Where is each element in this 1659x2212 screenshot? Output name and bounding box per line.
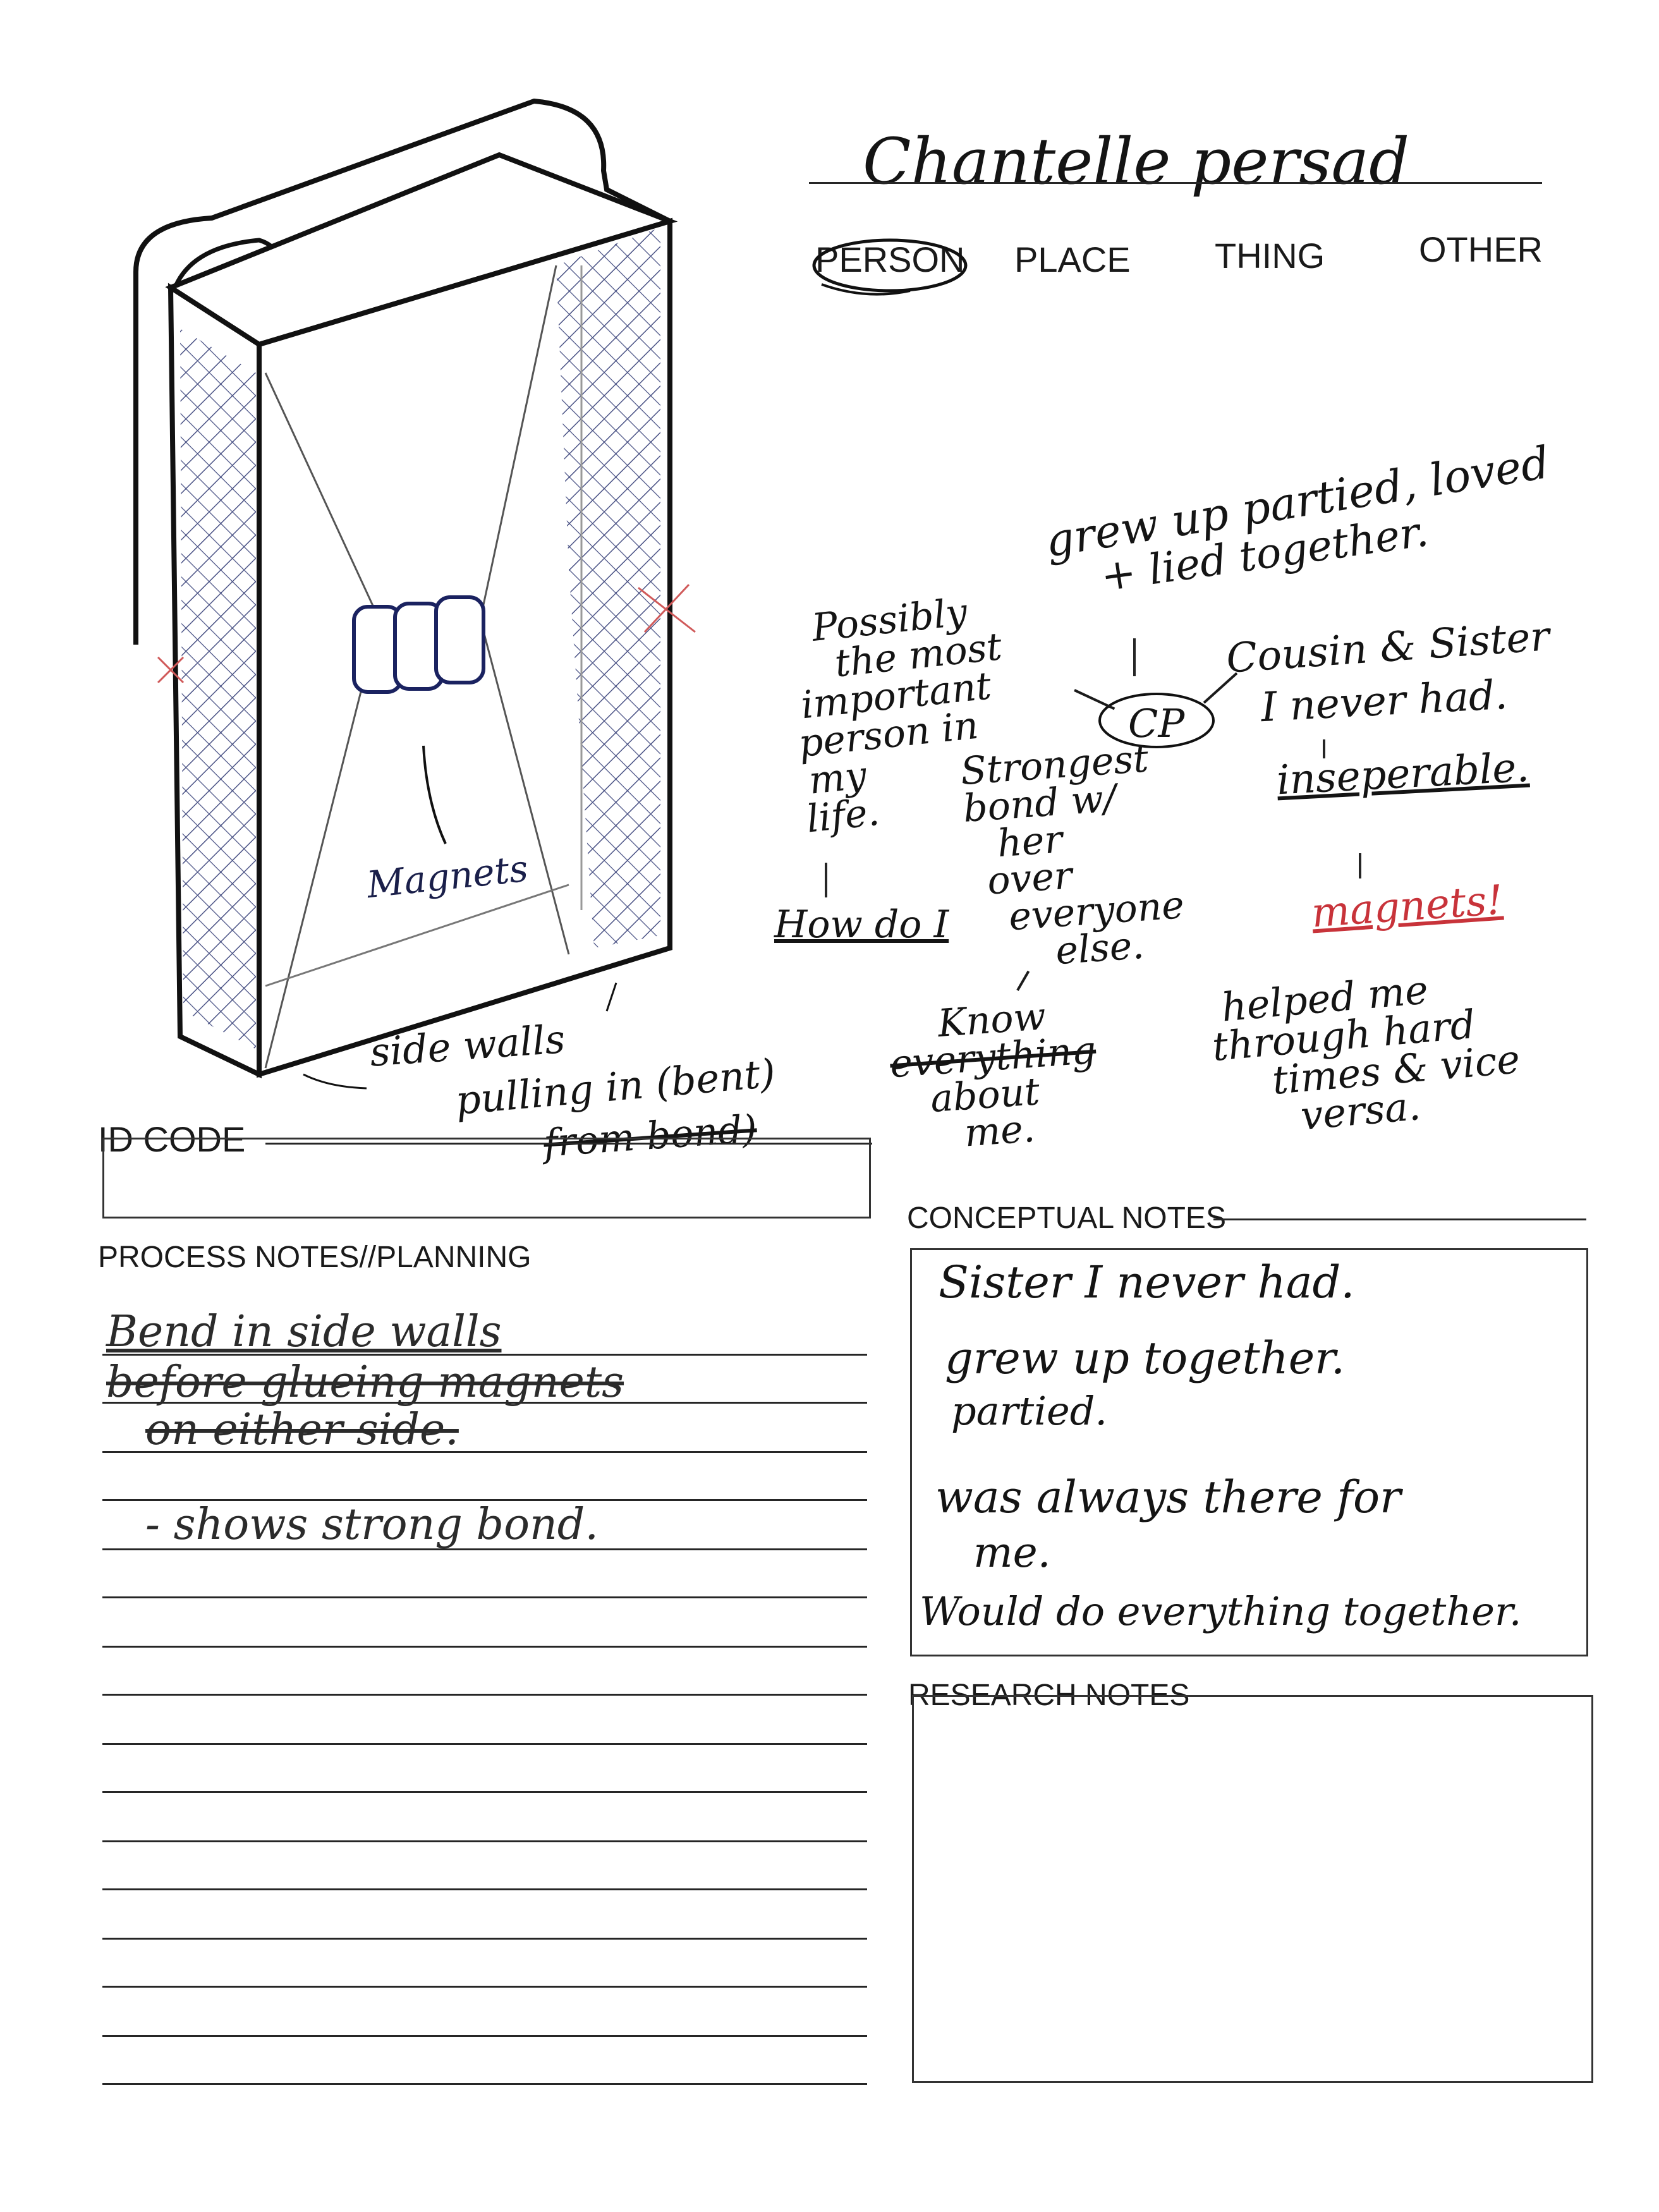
- red-x-mark: [157, 656, 185, 684]
- process-notes-line: before glueing magnets: [106, 1358, 624, 1407]
- person-circled-mark: [812, 238, 968, 296]
- process-notes-line: Bend in side walls: [106, 1307, 502, 1357]
- category-thing[interactable]: THING: [1215, 236, 1325, 276]
- conceptual-notes-line: was always there for: [935, 1471, 1401, 1523]
- mindmap-center-circle: [1098, 693, 1215, 748]
- mindmap-inseparable: inseperable.: [1275, 744, 1531, 805]
- process-notes-line: - shows strong bond.: [145, 1500, 599, 1550]
- mindmap-helped-note: helped me through hard times & vice vers…: [1207, 963, 1524, 1143]
- category-place[interactable]: PLACE: [1014, 240, 1131, 279]
- process-notes-label: PROCESS NOTES//PLANNING: [98, 1241, 532, 1274]
- research-notes-box[interactable]: [912, 1695, 1593, 2083]
- conceptual-notes-box[interactable]: [910, 1248, 1588, 1656]
- name-field-value: Chantelle persad: [863, 125, 1410, 198]
- top-flap-curl: [133, 98, 671, 645]
- id-code-field[interactable]: [102, 1138, 871, 1218]
- mindmap-center-label: CP: [1128, 700, 1185, 746]
- conceptual-notes-line: Would do everything together.: [920, 1588, 1522, 1634]
- conceptual-notes-line: Sister I never had.: [939, 1256, 1355, 1308]
- conceptual-notes-line: grew up together.: [945, 1332, 1346, 1384]
- conceptual-notes-line: me.: [973, 1528, 1051, 1577]
- mindmap-know-note: Know everything about me.: [886, 994, 1102, 1157]
- box-sketch-drawing: [133, 98, 696, 1090]
- conceptual-notes-label: CONCEPTUAL NOTES: [907, 1201, 1232, 1236]
- mindmap-strongest-note: Strongest bond w/ her over everyone else…: [959, 736, 1188, 976]
- name-underline: [809, 182, 1542, 184]
- magnet-right: [434, 595, 485, 684]
- mindmap-how-do-i: How do I: [774, 902, 949, 947]
- conceptual-notes-line: partied.: [951, 1388, 1108, 1434]
- mindmap-magnets-red: magnets!: [1310, 877, 1505, 937]
- process-notes-line: on either side.: [145, 1405, 459, 1455]
- red-x-mark: [638, 583, 696, 633]
- mindmap-cousin-line2: I never had.: [1260, 671, 1509, 732]
- category-other[interactable]: OTHER: [1419, 229, 1543, 269]
